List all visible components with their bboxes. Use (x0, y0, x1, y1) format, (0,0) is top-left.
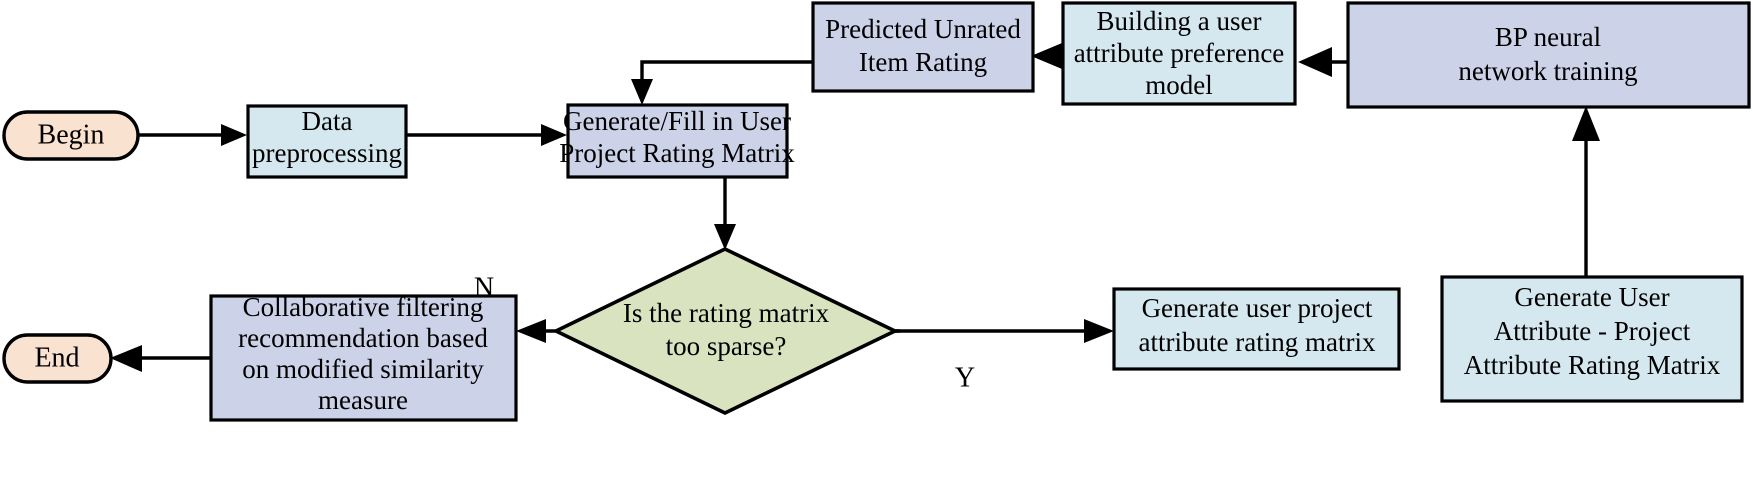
building-model-label-line-1: Building a user (1097, 6, 1262, 36)
generate-user-attr-project-attr-label-line-2: Attribute - Project (1494, 316, 1691, 346)
edge-collaborative-filtering-to-end (110, 345, 211, 372)
collaborative-filtering-label-line-4: measure (318, 385, 408, 415)
edge-user-attr-matrix-to-bp-training (1572, 106, 1600, 277)
arrow-head-icon (1031, 43, 1062, 69)
end-shape[interactable] (2, 333, 113, 384)
edge-line (640, 60, 815, 88)
edge-data-preprocessing-to-generate-fill (406, 124, 567, 146)
building-model-shape[interactable] (1061, 1, 1297, 106)
building-model-label-line-3: model (1145, 70, 1213, 100)
arrow-head-icon (1298, 47, 1332, 77)
end-label: End (34, 342, 79, 373)
node-predicted-unrated-item-rating[interactable]: Predicted Unrated Item Rating (811, 1, 1035, 93)
predicted-unrated-item-rating-label-line-1: Predicted Unrated (825, 14, 1021, 44)
predicted-unrated-item-rating-label-line-2: Item Rating (859, 47, 987, 77)
node-end[interactable]: End (2, 333, 113, 384)
building-model-label-line-2: attribute preference (1074, 38, 1285, 68)
generate-fill-matrix-label-line-2: Project Rating Matrix (559, 138, 795, 168)
generate-user-attr-project-attr-label-line-3: Attribute Rating Matrix (1464, 350, 1721, 380)
data-preprocessing-label-line-2: preprocessing (252, 138, 402, 168)
edge-predicted-rating-to-generate-fill (631, 60, 815, 105)
collaborative-filtering-label-line-1: Collaborative filtering (243, 292, 484, 322)
node-generate-user-project-attribute-rating-matrix[interactable]: Generate user project attribute rating m… (1112, 287, 1401, 371)
node-data-preprocessing[interactable]: Data preprocessing (246, 104, 408, 179)
generate-user-project-attr-label-line-1: Generate user project (1142, 293, 1373, 323)
edge-decision-to-generate-user-project-attr: Y (890, 319, 1114, 393)
node-bp-neural-network-training[interactable]: BP neural network training (1346, 1, 1751, 109)
arrow-head-icon (541, 124, 567, 146)
generate-user-project-attr-shape[interactable] (1112, 287, 1401, 371)
arrow-head-icon (110, 345, 142, 372)
begin-shape[interactable] (2, 110, 140, 161)
edge-bp-training-to-building-model (1298, 47, 1348, 77)
edge-begin-to-data-preprocessing (138, 124, 247, 146)
node-generate-fill-matrix[interactable]: Generate/Fill in User Project Rating Mat… (559, 103, 795, 179)
generate-user-attr-project-attr-label-line-1: Generate User (1514, 282, 1669, 312)
generate-user-project-attr-label-line-2: attribute rating matrix (1139, 327, 1376, 357)
predicted-unrated-item-rating-shape[interactable] (811, 1, 1035, 93)
collaborative-filtering-label-line-2: recommendation based (238, 323, 488, 353)
arrow-head-icon (516, 319, 546, 343)
node-begin[interactable]: Begin (2, 110, 140, 161)
data-preprocessing-label-line-1: Data (302, 106, 353, 136)
generate-fill-matrix-label-line-1: Generate/Fill in User (563, 106, 791, 136)
arrow-head-icon (1084, 319, 1114, 343)
bp-neural-network-training-label-line-1: BP neural (1495, 22, 1601, 52)
decision-label-line-2: too sparse? (666, 331, 787, 361)
generate-fill-matrix-shape[interactable] (566, 103, 789, 179)
bp-neural-network-training-label-line-2: network training (1458, 56, 1637, 86)
edge-building-model-to-predicted-rating (1031, 43, 1063, 69)
collaborative-filtering-shape[interactable] (209, 294, 518, 422)
arrow-head-icon (714, 224, 736, 250)
node-building-user-attribute-preference-model[interactable]: Building a user attribute preference mod… (1061, 1, 1297, 106)
node-collaborative-filtering-recommendation[interactable]: Collaborative filtering recommendation b… (209, 292, 518, 422)
arrow-head-icon (221, 124, 247, 146)
node-generate-user-attribute-project-attribute-rating-matrix[interactable]: Generate User Attribute - Project Attrib… (1440, 275, 1744, 403)
bp-neural-network-training-shape[interactable] (1346, 1, 1751, 109)
decision-label-line-1: Is the rating matrix (623, 298, 830, 328)
edge-generate-fill-to-decision (714, 177, 736, 250)
begin-label: Begin (38, 119, 105, 150)
data-preprocessing-shape[interactable] (246, 104, 408, 179)
collaborative-filtering-label-line-3: on modified similarity (242, 354, 484, 384)
arrow-head-icon (1572, 106, 1600, 141)
edge-label-yes: Y (955, 362, 975, 393)
generate-user-attr-project-attr-shape[interactable] (1440, 275, 1744, 403)
arrow-head-icon (631, 79, 653, 105)
node-is-rating-matrix-too-sparse[interactable]: Is the rating matrix too sparse? (551, 247, 900, 415)
decision-shape[interactable] (551, 247, 900, 415)
